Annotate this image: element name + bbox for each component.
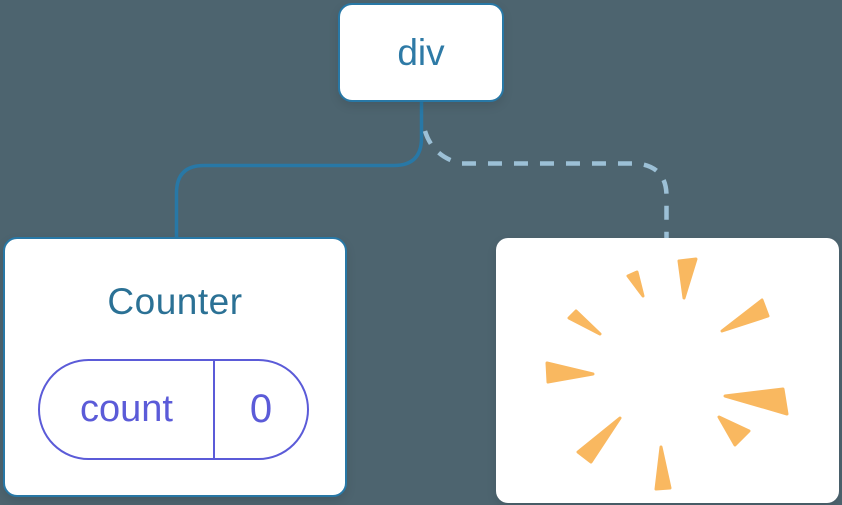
starburst-icon (545, 257, 789, 491)
state-pill: count 0 (38, 359, 309, 460)
state-key: count (40, 361, 215, 458)
tree-node-counter: Counter count 0 (3, 237, 347, 497)
root-node-label: div (397, 32, 445, 73)
tree-node-removed (496, 238, 839, 503)
counter-node-label: Counter (107, 281, 243, 322)
dashed-connector-line (422, 130, 669, 240)
solid-connector-line (174, 100, 424, 240)
tree-node-div: div (338, 3, 504, 102)
state-value: 0 (249, 387, 273, 431)
